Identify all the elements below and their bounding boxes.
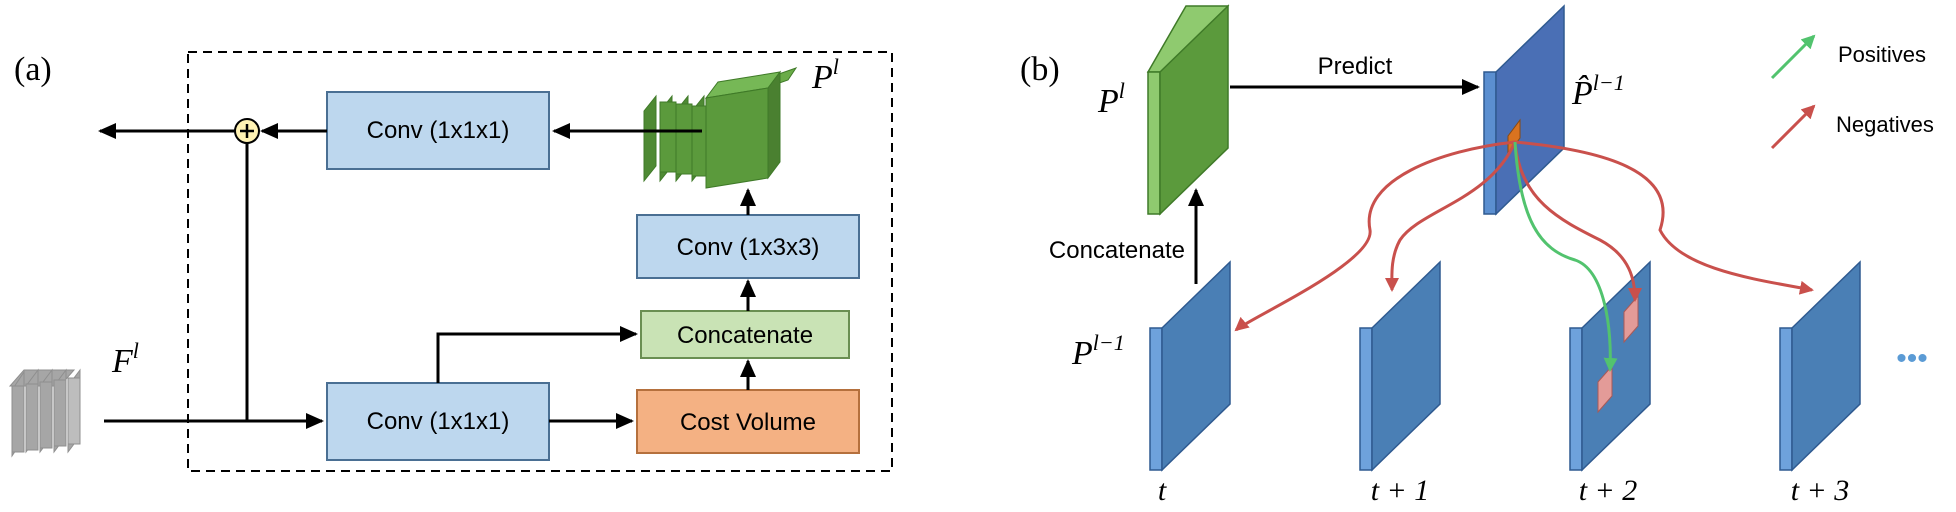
timestep-label-t-plus-2: t + 2 xyxy=(1579,474,1638,507)
panel-a-label: (a) xyxy=(14,51,52,88)
p-l-label: Pl xyxy=(1097,78,1125,120)
predict-label: Predict xyxy=(1318,53,1393,80)
module-boundary xyxy=(187,51,893,472)
timestep-map-t-plus-1 xyxy=(1359,260,1441,472)
negative-arrow-t-plus-1 xyxy=(1384,141,1517,292)
concatenate-box xyxy=(640,310,850,359)
concatenate-label: Concatenate xyxy=(677,322,813,349)
conv-1x1x1-top-label: Conv (1x1x1) xyxy=(367,117,510,144)
legend-negatives-label: Negatives xyxy=(1836,112,1934,137)
panel-b-label: (b) xyxy=(1020,51,1060,88)
legend-positive-arrow xyxy=(1770,34,1816,80)
timestep-label-t: t xyxy=(1158,474,1167,507)
p-prev-label: Pl−1 xyxy=(1071,330,1125,372)
legend-negative-arrow xyxy=(1770,104,1816,150)
negative-arrow-t-plus-3 xyxy=(1514,140,1814,295)
cost-volume-box xyxy=(636,389,860,454)
conv-1x3x3-box xyxy=(636,214,860,279)
conv-1x1x1-bottom-label: Conv (1x1x1) xyxy=(367,408,510,435)
cost-volume-label: Cost Volume xyxy=(680,409,816,436)
conv-1x1x1-bottom-box xyxy=(326,382,550,461)
negative-arrow-t-plus-2 xyxy=(1513,141,1642,302)
input-feature-stack xyxy=(8,368,81,458)
ellipsis: ••• xyxy=(1896,342,1928,375)
legend-positives-label: Positives xyxy=(1838,42,1926,67)
p-hat-label: P̂l−1 xyxy=(1571,70,1625,112)
output-feature-slabs xyxy=(704,70,782,189)
negative-arrow-t xyxy=(1234,140,1516,332)
p-hat-feature-map xyxy=(1483,4,1565,216)
input-feature-label: Fl xyxy=(111,338,139,380)
timestep-map-t-plus-3 xyxy=(1779,260,1861,472)
query-patch xyxy=(1507,118,1521,156)
timestep-label-t-plus-3: t + 3 xyxy=(1791,474,1850,507)
output-feature-label: Pl xyxy=(811,54,839,96)
conv-1x1x1-top-box xyxy=(326,91,550,170)
positive-arrow xyxy=(1513,141,1618,372)
conv-to-concat-arrow xyxy=(436,326,638,383)
legend: Positives Negatives xyxy=(1770,34,1934,150)
concatenate-b-label: Concatenate xyxy=(1049,237,1185,264)
p-l-feature-map xyxy=(1146,4,1230,216)
timestep-map-t xyxy=(1149,260,1231,472)
conv-1x3x3-label: Conv (1x3x3) xyxy=(677,234,820,261)
timestep-label-t-plus-1: t + 1 xyxy=(1371,474,1430,507)
panel-b: (b) Pl Predict P̂l−1 Concatenate Pl−1 xyxy=(1020,4,1934,507)
panel-a: (a) Fl Conv (1x1x1) xyxy=(8,51,893,472)
